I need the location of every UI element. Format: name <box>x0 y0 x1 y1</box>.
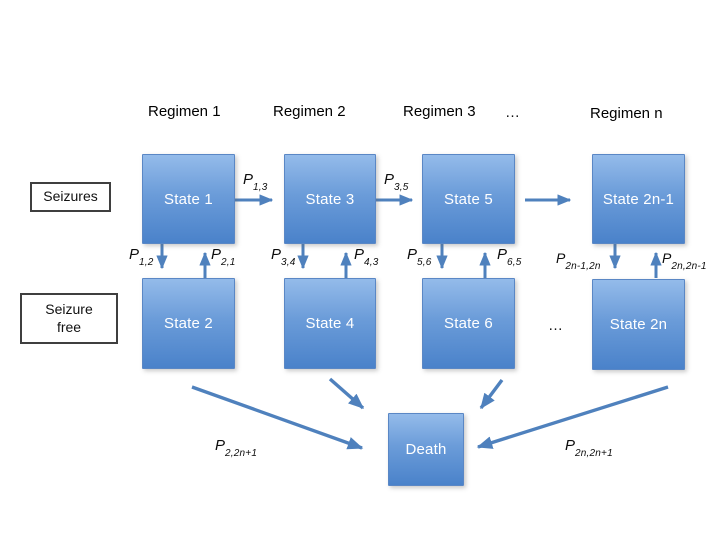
arrow-state2-to-death <box>191 385 364 450</box>
prob-base: P <box>211 246 222 263</box>
seizures-row-label: Seizures <box>30 182 111 212</box>
state-4-box: State 4 <box>284 278 376 369</box>
row-ellipsis: … <box>548 317 564 334</box>
prob-label-p12: P1,2 <box>129 246 154 268</box>
prob-sub: 1,2 <box>139 257 154 268</box>
regimen-1-header: Regimen 1 <box>148 103 221 120</box>
prob-label-p34: P3,4 <box>271 246 296 268</box>
state-5-box: State 5 <box>422 154 515 244</box>
regimen-n-header: Regimen n <box>590 105 663 122</box>
prob-label-p13: P1,3 <box>243 171 268 193</box>
prob-sub: 2,1 <box>221 257 236 268</box>
prob-sub: 5,6 <box>417 257 432 268</box>
prob-base: P <box>215 437 226 454</box>
prob-sub: 4,3 <box>364 257 379 268</box>
prob-sub: 6,5 <box>507 257 522 268</box>
prob-sub: 2n,2n+1 <box>575 448 613 459</box>
state-3-box: State 3 <box>284 154 376 244</box>
state-6-box: State 6 <box>422 278 515 369</box>
prob-sub: 2n,2n-1 <box>671 260 707 272</box>
prob-label-p43: P4,3 <box>354 246 379 268</box>
prob-base: P <box>407 246 418 263</box>
prob-label-p2-2n+1: P2,2n+1 <box>215 437 257 459</box>
prob-base: P <box>497 246 508 263</box>
prob-label-p21: P2,1 <box>211 246 236 268</box>
prob-label-p2n-2n-1: P2n,2n-1 <box>662 250 707 271</box>
prob-label-p35: P3,5 <box>384 171 409 193</box>
prob-sub: 3,4 <box>281 257 296 268</box>
death-box: Death <box>388 413 464 486</box>
prob-label-p2n-1-2n: P2n-1,2n <box>556 250 601 271</box>
prob-label-p65: P6,5 <box>497 246 522 268</box>
prob-label-p2n-2n+1: P2n,2n+1 <box>565 437 613 459</box>
regimen-2-header: Regimen 2 <box>273 103 346 120</box>
prob-base: P <box>662 250 672 266</box>
prob-sub: 2,2n+1 <box>225 448 258 459</box>
prob-base: P <box>556 250 566 266</box>
state-2-box: State 2 <box>142 278 235 369</box>
prob-base: P <box>384 171 395 188</box>
state-1-box: State 1 <box>142 154 235 244</box>
prob-base: P <box>129 246 140 263</box>
prob-base: P <box>565 437 576 454</box>
seizure-free-row-label: Seizure free <box>20 293 118 344</box>
prob-label-p56: P5,6 <box>407 246 432 268</box>
regimen-3-header: Regimen 3 <box>403 103 476 120</box>
arrow-state4-to-death <box>328 377 365 410</box>
prob-base: P <box>271 246 282 263</box>
prob-sub: 1,3 <box>253 182 268 193</box>
state-2n-box: State 2n <box>592 279 685 370</box>
arrow-state6-to-death <box>479 378 504 410</box>
prob-sub: 3,5 <box>394 182 409 193</box>
prob-base: P <box>354 246 365 263</box>
prob-base: P <box>243 171 254 188</box>
arrow-state2n-to-death <box>476 385 669 449</box>
header-ellipsis: … <box>505 104 521 121</box>
prob-sub: 2n-1,2n <box>565 260 601 272</box>
state-2n-1-box: State 2n-1 <box>592 154 685 244</box>
